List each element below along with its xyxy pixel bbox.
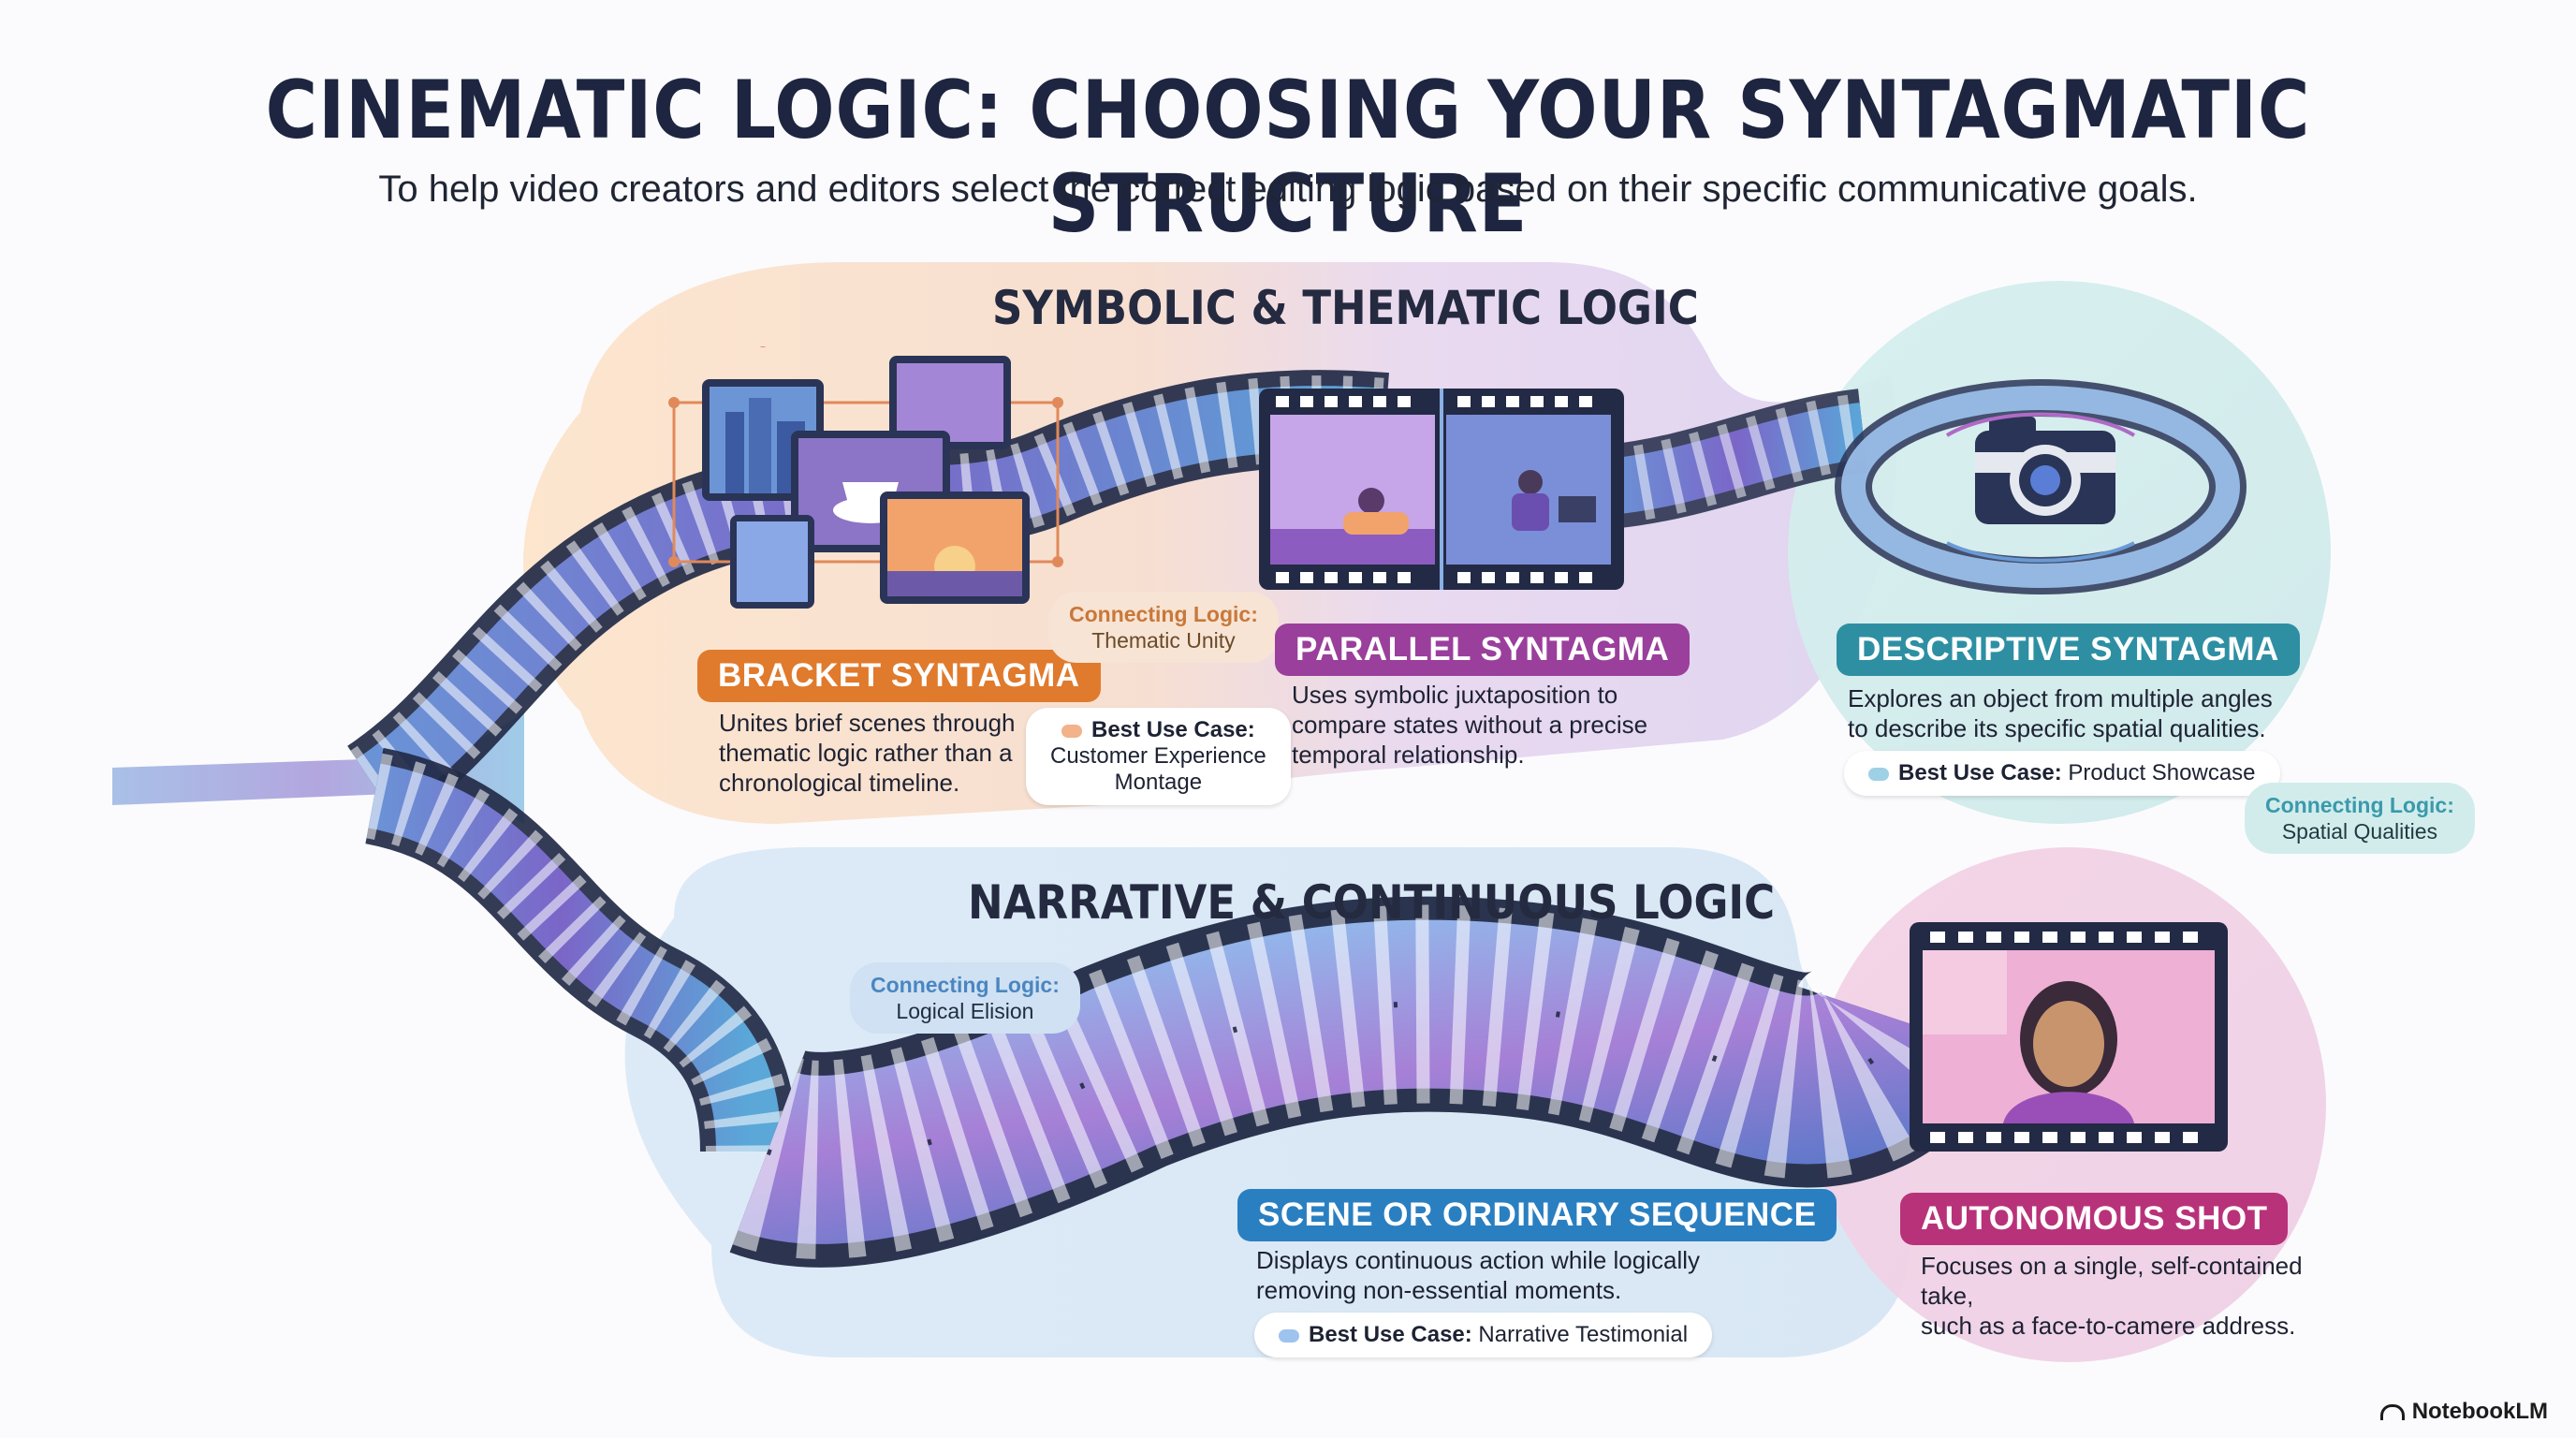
descriptive-desc-line-1: Explores an object from multiple angles <box>1848 684 2273 712</box>
scene-connecting-logic-pill: Connecting Logic: Logical Elision <box>850 962 1080 1034</box>
scene-connecting-logic-value: Logical Elision <box>896 999 1034 1023</box>
brand-watermark: NotebookLM <box>2379 1399 2548 1425</box>
brand-name: NotebookLM <box>2411 1399 2548 1424</box>
scene-sequence-description: Displays continuous action while logical… <box>1256 1245 1724 1305</box>
scene-desc-line-1: Displays continuous action while logical… <box>1256 1246 1701 1274</box>
bracket-syntagma-description: Unites brief scenes through thematic log… <box>719 708 1028 798</box>
bracket-best-use-line-2: Montage <box>1114 770 1203 795</box>
scene-best-use-case-pill: Best Use Case: Narrative Testimonial <box>1254 1313 1713 1357</box>
bracket-best-use-key: Best Use Case: <box>1091 717 1255 742</box>
descriptive-connecting-logic-value: Spatial Qualities <box>2281 819 2438 844</box>
parallel-desc-line-3: temporal relationship. <box>1292 741 1525 769</box>
bracket-desc-line-1: Unites brief scenes through <box>719 709 1016 737</box>
descriptive-syntagma-label: DESCRIPTIVE SYNTAGMA <box>1837 624 2300 676</box>
scene-sequence-label: SCENE OR ORDINARY SEQUENCE <box>1237 1189 1837 1241</box>
scene-connecting-logic-key: Connecting Logic: <box>871 973 1060 997</box>
autonomous-shot-description: Focuses on a single, self-contained take… <box>1921 1251 2314 1341</box>
parallel-split-frame-illustration <box>1259 389 1624 590</box>
scene-best-use-value: Narrative Testimonial <box>1478 1322 1689 1347</box>
scene-best-use-key: Best Use Case: <box>1309 1322 1472 1347</box>
bracket-syntagma-label: BRACKET SYNTAGMA <box>697 650 1101 702</box>
hand-icon <box>1868 767 1889 781</box>
autonomous-desc-line-2: such as a face-to-camere address. <box>1921 1312 2296 1340</box>
descriptive-best-use-case-pill: Best Use Case: Product Showcase <box>1844 751 2280 796</box>
bracket-connecting-logic-key: Connecting Logic: <box>1069 602 1258 626</box>
section-title-symbolic: SYMBOLIC & THEMATIC LOGIC <box>992 281 1699 335</box>
parallel-syntagma-label: PARALLEL SYNTAGMA <box>1275 624 1690 676</box>
parallel-desc-line-1: Uses symbolic juxtaposition to <box>1292 681 1618 709</box>
descriptive-connecting-logic-pill: Connecting Logic: Spatial Qualities <box>2245 783 2475 854</box>
bracket-best-use-case-pill: Best Use Case: Customer Experience Monta… <box>1026 708 1291 805</box>
page-title: CINEMATIC LOGIC: CHOOSING YOUR SYNTAGMAT… <box>265 64 2311 251</box>
descriptive-camera-ring-illustration <box>1835 379 2247 594</box>
bracket-connecting-logic-value: Thematic Unity <box>1091 628 1236 653</box>
bracket-desc-line-3: chronological timeline. <box>719 769 960 797</box>
hand-icon <box>1279 1328 1299 1343</box>
bracket-collage-illustration <box>668 346 1063 609</box>
descriptive-best-use-key: Best Use Case: <box>1898 760 2062 785</box>
descriptive-syntagma-description: Explores an object from multiple angles … <box>1848 683 2297 743</box>
descriptive-connecting-logic-key: Connecting Logic: <box>2265 793 2454 817</box>
parallel-desc-line-2: compare states without a precise <box>1292 711 1648 739</box>
autonomous-shot-frame-illustration <box>1910 922 2228 1152</box>
bracket-desc-line-2: thematic logic rather than a <box>719 739 1013 767</box>
hand-icon <box>1061 724 1082 738</box>
autonomous-shot-label: AUTONOMOUS SHOT <box>1900 1193 2289 1245</box>
notebooklm-logo-icon <box>2379 1404 2405 1421</box>
section-title-narrative: NARRATIVE & CONTINUOUS LOGIC <box>968 875 1776 930</box>
autonomous-desc-line-1: Focuses on a single, self-contained take… <box>1921 1252 2303 1310</box>
descriptive-best-use-value: Product Showcase <box>2068 760 2256 785</box>
descriptive-desc-line-2: to describe its specific spatial qualiti… <box>1848 714 2266 742</box>
parallel-syntagma-description: Uses symbolic juxtaposition to compare s… <box>1292 680 1685 770</box>
bracket-best-use-line-1: Customer Experience <box>1050 743 1266 769</box>
scene-desc-line-2: removing non-essential moments. <box>1256 1276 1622 1304</box>
page-subtitle: To help video creators and editors selec… <box>378 169 2198 210</box>
bracket-connecting-logic-pill: Connecting Logic: Thematic Unity <box>1048 592 1279 663</box>
